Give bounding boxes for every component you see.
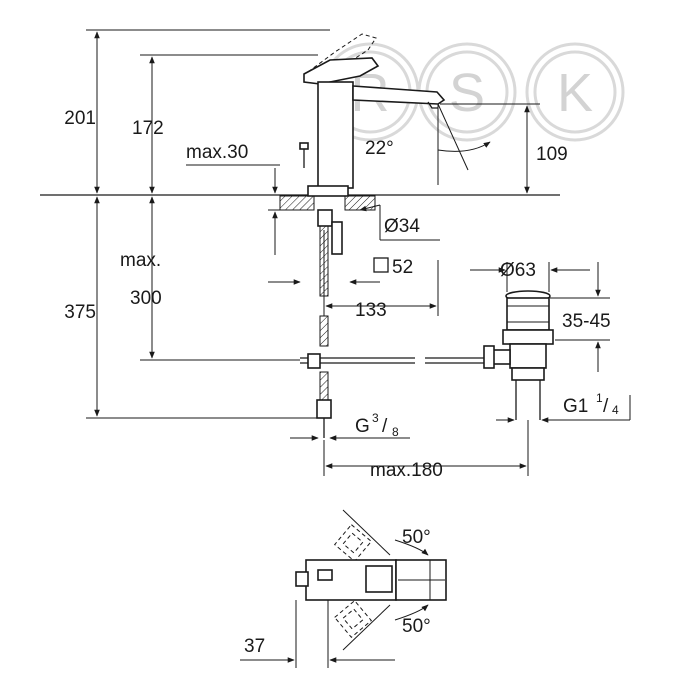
- dim-max-label: max.: [120, 250, 161, 271]
- svg-text:/: /: [382, 416, 388, 437]
- dim-square-52: 52: [392, 257, 413, 278]
- svg-text:/: /: [603, 396, 609, 417]
- hose-thread-dimension: G 3 / 8: [290, 411, 410, 441]
- dim-g1-sup: 1: [596, 391, 603, 405]
- dim-50-deg-bottom: 50°: [402, 616, 431, 637]
- hole-dimensions: Ø34 52: [268, 204, 440, 285]
- dim-g38-sub: 8: [392, 425, 399, 439]
- dim-max30: max.30: [186, 142, 248, 163]
- height-dimensions: 201 172 375 max. 300: [64, 29, 330, 419]
- dim-diameter-63: Ø63: [500, 260, 536, 281]
- dim-g1-quarter: G1: [563, 396, 588, 417]
- max-reach-dimension: max.180: [323, 420, 529, 481]
- dim-50-deg-top: 50°: [402, 527, 431, 548]
- dim-22-deg: 22°: [365, 138, 394, 159]
- dim-109: 109: [536, 144, 568, 165]
- rsk-watermark: R S K: [320, 42, 625, 142]
- thickness-dimension: max.30: [186, 142, 310, 255]
- spout-dimensions: 22° 109: [365, 103, 568, 194]
- dim-g-3-8: G: [355, 416, 370, 437]
- reach-133-dimension: 133: [323, 230, 439, 321]
- dim-max-180: max.180: [370, 460, 443, 481]
- worktop: [40, 194, 560, 211]
- dim-172: 172: [132, 118, 164, 139]
- dim-201: 201: [64, 108, 96, 129]
- dim-g1-sub: 4: [612, 403, 619, 417]
- watermark-letter-s: S: [449, 63, 485, 123]
- watermark-letter-k: K: [557, 63, 593, 123]
- dim-35-45: 35-45: [562, 311, 611, 332]
- dim-375: 375: [64, 302, 96, 323]
- dim-37: 37: [244, 636, 265, 657]
- drain-assembly: [483, 290, 554, 420]
- faucet-plan-view: 50° 50° 37: [240, 509, 447, 668]
- dim-g38-sup: 3: [372, 411, 379, 425]
- dim-133: 133: [355, 300, 387, 321]
- dim-diameter-34: Ø34: [384, 216, 420, 237]
- dim-300: 300: [130, 288, 162, 309]
- drain-dimensions: Ø63 35-45 G1 1 / 4: [470, 260, 631, 423]
